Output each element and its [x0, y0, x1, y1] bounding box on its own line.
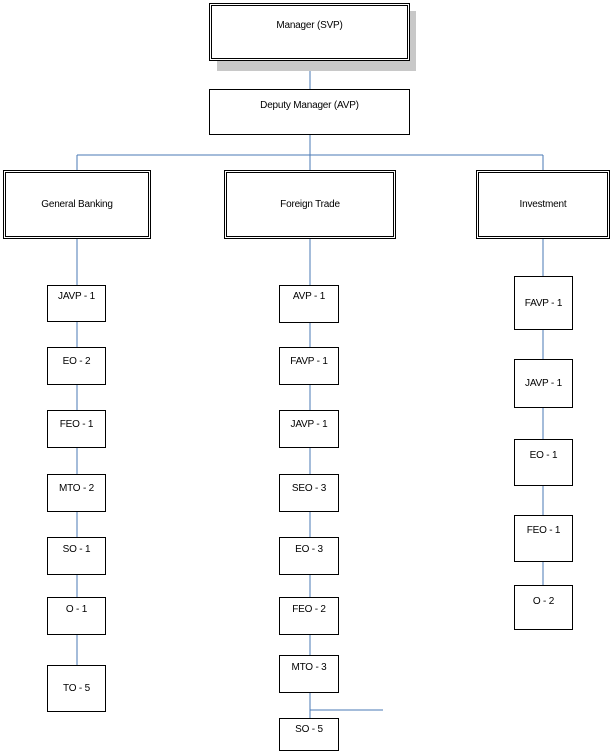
position-label: EO - 2: [62, 356, 91, 367]
position-box-general-banking[interactable]: TO - 5: [47, 665, 106, 712]
position-label: AVP - 1: [292, 291, 326, 302]
manager-label: Manager (SVP): [276, 20, 343, 31]
position-label: TO - 5: [63, 683, 90, 694]
position-box-general-banking[interactable]: O - 1: [47, 597, 106, 635]
department-label: General Banking: [41, 199, 113, 210]
position-label: FAVP - 1: [290, 356, 328, 367]
position-label: FEO - 1: [59, 419, 94, 430]
position-label: MTO - 2: [58, 483, 95, 494]
deputy-manager-box[interactable]: Deputy Manager (AVP): [209, 89, 410, 135]
position-box-investment[interactable]: FEO - 1: [514, 515, 573, 562]
position-box-foreign-trade[interactable]: EO - 3: [279, 537, 339, 575]
position-label: SO - 5: [295, 724, 323, 735]
position-box-general-banking[interactable]: MTO - 2: [47, 474, 106, 512]
position-box-foreign-trade[interactable]: SO - 5: [279, 718, 339, 751]
position-box-general-banking[interactable]: FEO - 1: [47, 410, 106, 448]
manager-box[interactable]: Manager (SVP): [209, 3, 410, 61]
position-label: JAVP - 1: [58, 291, 95, 302]
position-label: MTO - 3: [291, 662, 327, 673]
position-box-foreign-trade[interactable]: JAVP - 1: [279, 410, 339, 448]
position-box-investment[interactable]: EO - 1: [514, 439, 573, 486]
department-label: Foreign Trade: [280, 199, 340, 210]
position-label: JAVP - 1: [290, 419, 328, 430]
position-label: EO - 3: [295, 544, 323, 555]
position-label: O - 2: [532, 596, 555, 607]
position-box-foreign-trade[interactable]: FEO - 2: [279, 597, 339, 635]
position-box-general-banking[interactable]: SO - 1: [47, 537, 106, 575]
position-box-foreign-trade[interactable]: SEO - 3: [279, 474, 339, 512]
position-box-general-banking[interactable]: JAVP - 1: [47, 285, 106, 322]
position-label: FAVP - 1: [524, 297, 563, 309]
position-box-general-banking[interactable]: EO - 2: [47, 347, 106, 385]
deputy-manager-label: Deputy Manager (AVP): [260, 100, 359, 111]
position-box-investment[interactable]: JAVP - 1: [514, 359, 573, 408]
position-label: FEO - 1: [526, 525, 561, 536]
position-label: FEO - 2: [292, 604, 326, 615]
department-label: Investment: [519, 199, 567, 210]
position-label: SEO - 3: [291, 483, 327, 494]
position-label: EO - 1: [529, 450, 558, 461]
position-label: O - 1: [65, 604, 88, 615]
position-label: JAVP - 1: [525, 378, 562, 389]
position-box-investment[interactable]: O - 2: [514, 585, 573, 630]
department-investment[interactable]: Investment: [476, 170, 610, 239]
position-box-investment[interactable]: FAVP - 1: [514, 276, 573, 330]
position-box-foreign-trade[interactable]: AVP - 1: [279, 285, 339, 323]
position-box-foreign-trade[interactable]: FAVP - 1: [279, 347, 339, 385]
department-foreign-trade[interactable]: Foreign Trade: [224, 170, 396, 239]
department-general-banking[interactable]: General Banking: [3, 170, 151, 239]
position-box-foreign-trade[interactable]: MTO - 3: [279, 655, 339, 693]
position-label: SO - 1: [62, 544, 91, 555]
